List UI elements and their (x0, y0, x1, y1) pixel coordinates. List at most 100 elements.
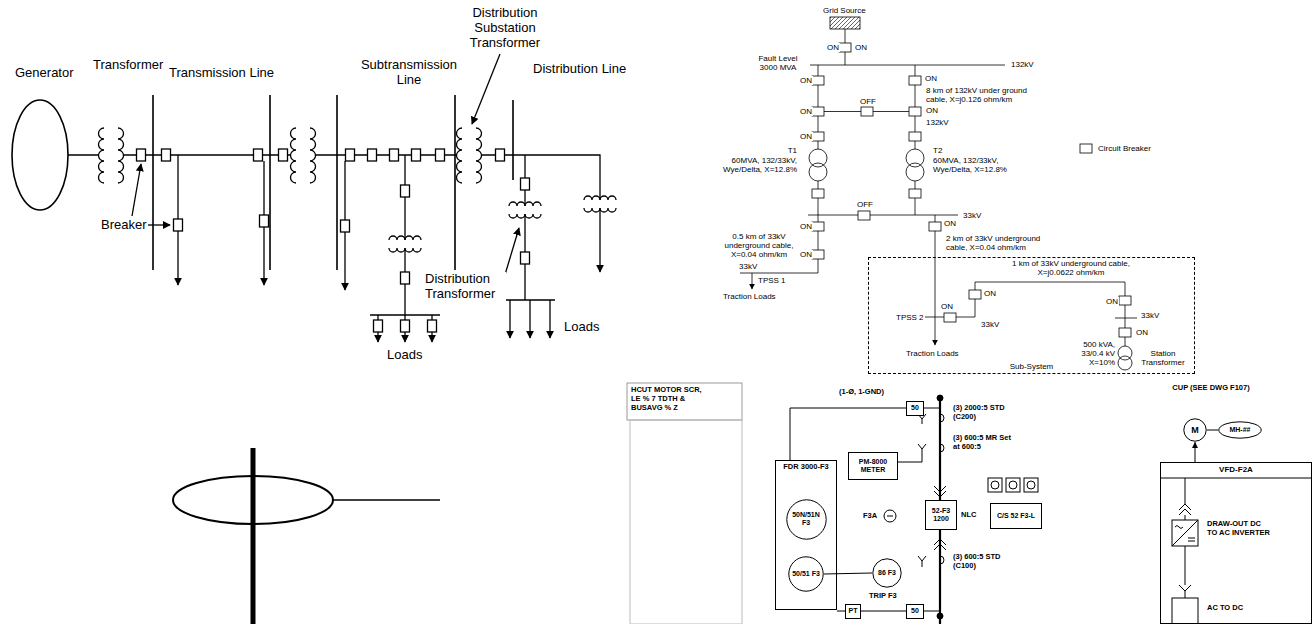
relay-circle: 50/51 F3 (788, 556, 824, 592)
indicator-lamp (1009, 481, 1017, 489)
transformer-symbol (906, 163, 924, 181)
component-label: Transformer (92, 58, 164, 73)
shape-outline (1219, 422, 1261, 438)
device-box: PT (845, 604, 861, 619)
transformer-rating: 60MVA, 132/33kV, Wye/Delta, X=12.8% (932, 156, 1022, 174)
fault-level-note: Fault Level 3000 MVA (752, 54, 804, 72)
connector (1207, 430, 1218, 431)
leader-arrow (504, 228, 519, 278)
shape-outline (1184, 419, 1206, 441)
breaker-symbol (260, 215, 269, 227)
feeder-relay-panel: FDR 3000-F350N/51N F350/51 F3 (775, 460, 837, 610)
breaker-symbol (858, 211, 870, 220)
inverter-symbol (1172, 520, 1198, 546)
device-tag: F3A (862, 512, 878, 521)
indicator-box (988, 478, 1002, 492)
component-label: Breaker (100, 218, 148, 233)
switch-symbol (884, 510, 896, 522)
transformer-rating: 500 kVA, 33/0.4 kV X=10% (1062, 340, 1116, 368)
breaker-symbol (412, 149, 421, 161)
breaker-state: ON (943, 219, 957, 228)
ct-rating: (3) 2000:5 STD (C200) (952, 404, 1008, 421)
node-text: C/S 52 F3-L (997, 512, 1035, 520)
transformer-rating: 60MVA, 132/33kV, Wye/Delta, X=12.8% (712, 156, 798, 174)
breaker-state: ON (924, 74, 938, 83)
cable-note: 8 km of 132kV under ground cable, X=j0.1… (925, 86, 1045, 104)
transformer-symbol (389, 236, 421, 252)
legend-text: Circuit Breaker (1097, 144, 1152, 153)
node-text: M (1191, 425, 1199, 435)
transformer-name: Station Transformer (1136, 349, 1190, 367)
cable-note: 0.5 km of 33kV underground cable, X=0.04… (718, 232, 800, 260)
voltage-label: 33kV (738, 262, 758, 271)
node-text: MH-## (1229, 426, 1250, 434)
control-switch-box: C/S 52 F3-L (990, 503, 1042, 529)
breaker-state: ON (799, 107, 813, 116)
leader-arrow (132, 164, 141, 216)
node-text: 50/51 F3 (792, 570, 820, 578)
bus-dot (937, 613, 943, 619)
node-text: VFD-F2A (1219, 465, 1253, 474)
breaker-symbol (374, 320, 383, 332)
breaker-symbol (812, 76, 824, 85)
equipment-note: CUP (SEE DWG F107) (1168, 384, 1254, 393)
load-arrow (529, 300, 530, 338)
component-label: Transmission Line (168, 66, 275, 81)
equipment-note: DRAW-OUT DC TO AC INVERTER (1206, 520, 1272, 537)
tag-ellipse: MH-## (1218, 421, 1262, 439)
cable-note: 2 km of 33kV underground cable, X=0.04 o… (945, 234, 1059, 252)
transformer-symbol (1118, 356, 1132, 370)
equipment-note: AC TO DC (1206, 604, 1244, 613)
transformer-name: T2 (932, 146, 943, 155)
breaker-symbol (401, 185, 410, 197)
conductor-bar (251, 448, 256, 624)
transformer-name: T1 (712, 146, 798, 155)
node-text: 52-F3 1200 (929, 507, 953, 523)
component-label: Distribution Substation Transformer (462, 6, 548, 51)
breaker-symbol (861, 107, 873, 116)
grid-source-symbol (830, 17, 860, 29)
breaker-state: ON (1105, 297, 1119, 306)
bus-dot (937, 395, 943, 401)
load-label: Traction Loads (722, 292, 777, 301)
load-label: Loads (563, 320, 600, 335)
breaker-symbol (812, 189, 824, 198)
breaker-symbol (174, 219, 183, 231)
breaker-symbol (496, 149, 505, 161)
leader-arrow (472, 54, 500, 124)
bus-bar (153, 95, 513, 270)
load-arrow (935, 215, 936, 345)
indicator-lamp (1027, 481, 1035, 489)
breaker-symbol (909, 107, 921, 116)
voltage-label: 132kV (1010, 60, 1035, 69)
transformer-symbol (509, 202, 541, 218)
node-text: PT (849, 607, 858, 615)
component-label: Distribution Transformer (424, 272, 506, 302)
breaker-symbol (812, 250, 824, 259)
breaker-symbol (909, 76, 921, 85)
transformer-symbol (291, 128, 316, 183)
shape-outline (786, 499, 825, 538)
ct-rating: (3) 600:5 MR Set at 600:5 (952, 434, 1012, 451)
load-arrow (509, 300, 510, 338)
switch-symbol (887, 516, 893, 517)
note-text: LE % 7 TDTH & (630, 395, 686, 404)
shape-outline (789, 557, 823, 591)
indicator-lamp (991, 481, 999, 489)
connector (1195, 442, 1196, 462)
breaker-symbol (1119, 328, 1131, 337)
generator-symbol (12, 100, 68, 210)
breaker-symbol (436, 149, 445, 161)
distribution-line (505, 155, 555, 300)
component-label: Distribution Line (532, 62, 627, 77)
circuit-note: (1-Ø, 1-GND) (838, 388, 885, 397)
network-line (740, 29, 1137, 346)
breaker-state: ON (799, 250, 813, 259)
current-transformer-ring (173, 476, 333, 524)
shape-outline (873, 559, 901, 587)
node-text: FDR 3000-F3 (783, 463, 828, 472)
breaker-state: ON (1135, 328, 1149, 337)
node-text: PM-8000 METER (852, 458, 894, 474)
